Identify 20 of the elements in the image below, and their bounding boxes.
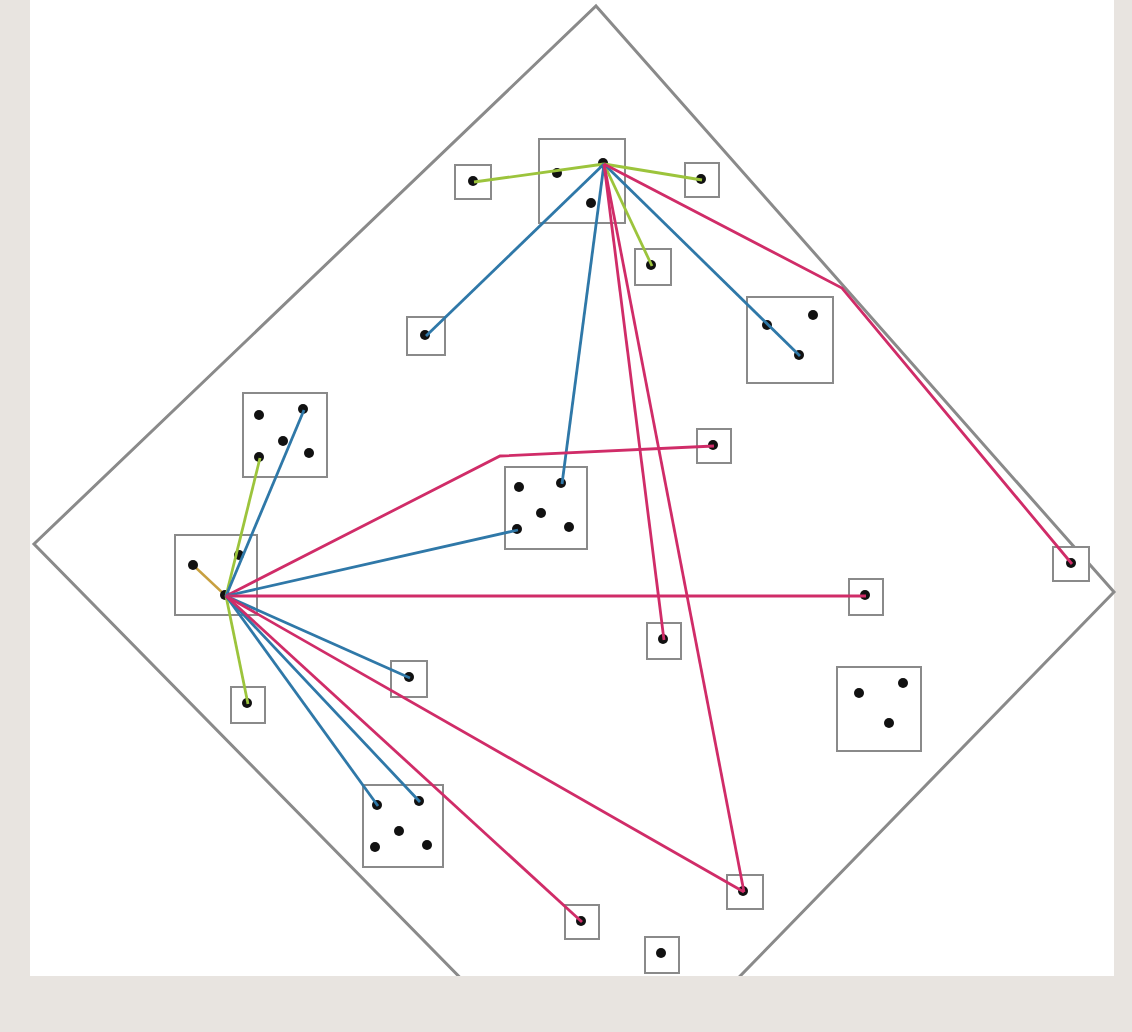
connector-line: [603, 162, 703, 182]
connector-line: [225, 594, 583, 924]
connector-line: [225, 594, 745, 894]
connector-line: [225, 594, 411, 680]
connector-line: [473, 162, 605, 184]
connector-line: [224, 595, 250, 705]
connector-line: [224, 457, 262, 597]
connector-line: [425, 163, 605, 337]
connector-line: [225, 528, 519, 598]
connector-line: [224, 409, 306, 597]
connector-line: [226, 594, 866, 598]
connector-line: [602, 163, 654, 267]
connector-line: [602, 163, 746, 893]
connector-line: [602, 163, 666, 641]
connector-line: [224, 595, 380, 807]
connector-line: [225, 444, 715, 598]
connector-line: [560, 163, 606, 485]
connector-line: [224, 595, 422, 803]
connector-line: [603, 163, 801, 357]
connector-line: [603, 162, 1074, 565]
